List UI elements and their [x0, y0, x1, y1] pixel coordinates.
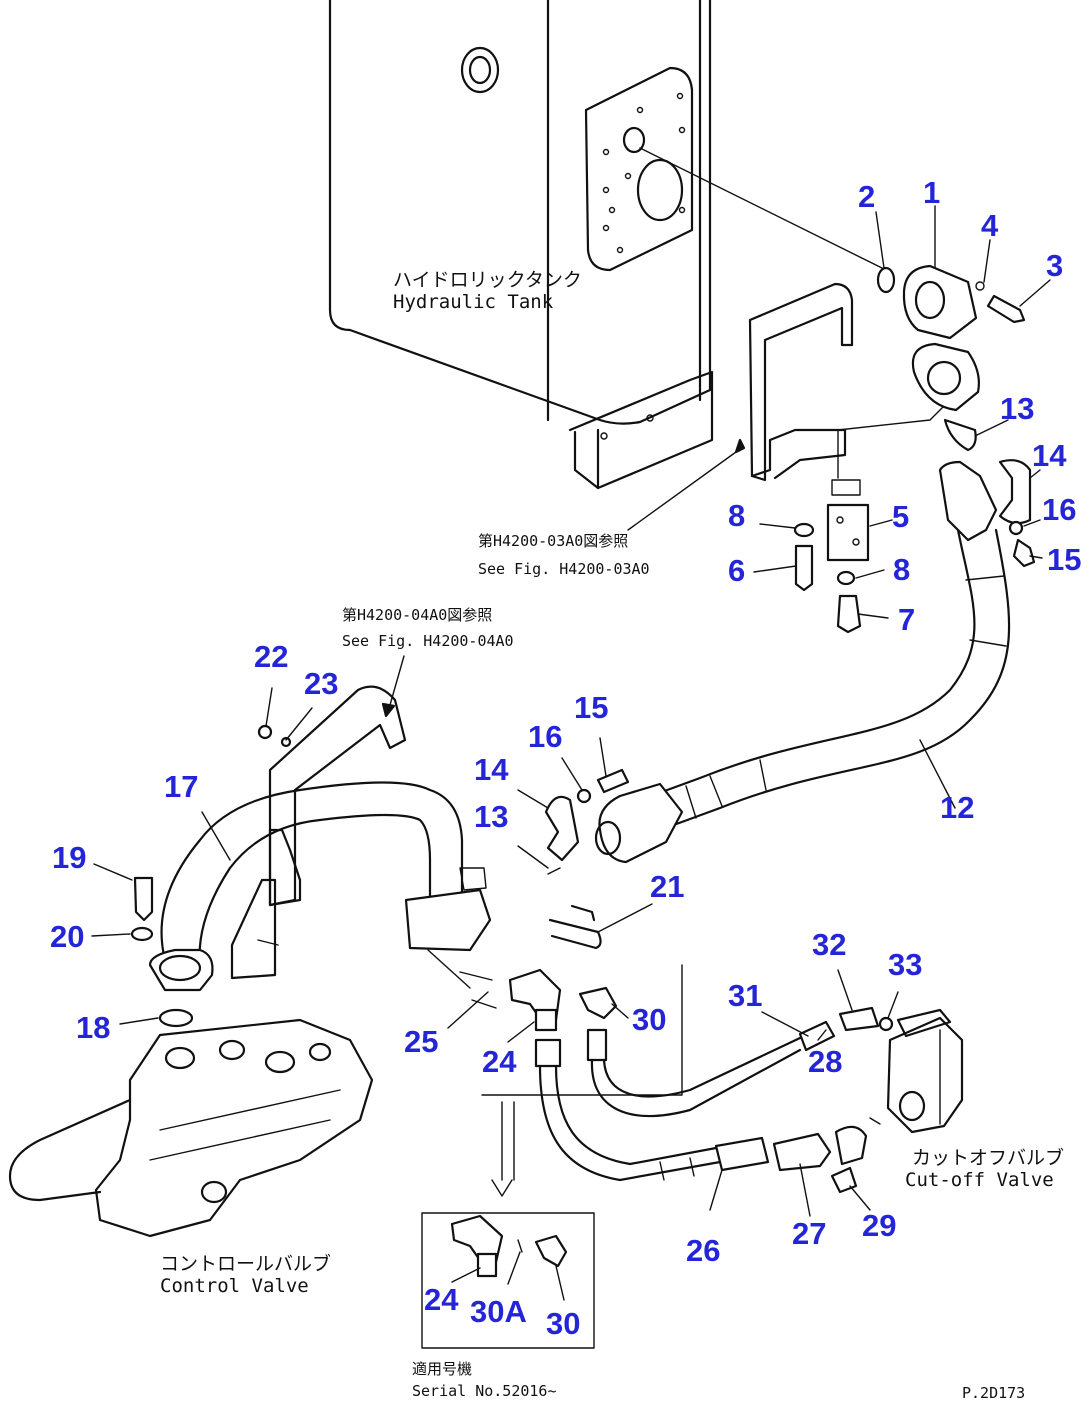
callout-21: 21: [650, 869, 684, 904]
callout-4: 4: [981, 208, 999, 243]
callouts: 1 2 3 4 5 6 7 8 8 12 13 13 14 14 15 15 1…: [50, 175, 1081, 1341]
cutoff-valve-label-en: Cut-off Valve: [905, 1169, 1054, 1191]
bracket-lower: [230, 685, 407, 980]
callout-27: 27: [792, 1216, 826, 1251]
inset-callout-24: 24: [424, 1282, 459, 1317]
callout-14a: 14: [1032, 438, 1067, 473]
callout-22: 22: [254, 639, 288, 674]
callout-17: 17: [164, 769, 198, 804]
ref-note-2-jp: 第H4200-04A0図参照: [342, 606, 492, 624]
page-code: P.2D173: [962, 1384, 1025, 1402]
callout-16b: 16: [528, 719, 562, 754]
callout-14b: 14: [474, 752, 509, 787]
cutoff-valve-label-jp: カットオフバルブ: [912, 1146, 1064, 1169]
callout-26: 26: [686, 1233, 720, 1268]
hydraulic-tank: [328, 0, 714, 490]
callout-29: 29: [862, 1208, 896, 1243]
elbow-fitting: [876, 264, 1026, 452]
callout-13a: 13: [1000, 391, 1034, 426]
callout-18: 18: [76, 1010, 110, 1045]
tank-label-jp: ハイドロリックタンク: [393, 269, 582, 291]
callout-16a: 16: [1042, 492, 1076, 527]
inset-box: [421, 1212, 595, 1349]
callout-19: 19: [52, 840, 86, 875]
callout-25: 25: [404, 1024, 438, 1059]
callout-24: 24: [482, 1044, 517, 1079]
callout-5: 5: [892, 499, 909, 534]
callout-31: 31: [728, 978, 762, 1013]
control-valve-label-jp: コントロールバルブ: [160, 1252, 331, 1275]
callout-12: 12: [940, 790, 974, 825]
control-valve: [8, 1018, 374, 1238]
callout-15a: 15: [1047, 542, 1081, 577]
cut-off-valve: [869, 1008, 964, 1134]
hose-12: [594, 460, 1011, 864]
callout-20: 20: [50, 919, 84, 954]
callout-6: 6: [728, 553, 745, 588]
leader-lines: [91, 205, 1051, 1301]
callout-1: 1: [923, 175, 940, 210]
pipe-17: [148, 781, 492, 992]
callout-2: 2: [858, 179, 875, 214]
bracket-upper: [734, 282, 870, 562]
serial-label-jp: 適用号機: [412, 1360, 472, 1378]
ref-note-1-jp: 第H4200-03A0図参照: [478, 532, 628, 550]
hose-31: [586, 1020, 836, 1118]
hose-26: [534, 1038, 868, 1182]
ref-note-1-en: See Fig. H4200-03A0: [478, 560, 650, 578]
callout-33: 33: [888, 947, 922, 982]
callout-30: 30: [632, 1002, 666, 1037]
inset-callout-30: 30: [546, 1306, 580, 1341]
callout-32: 32: [812, 927, 846, 962]
callout-13b: 13: [474, 799, 508, 834]
callout-7: 7: [898, 602, 915, 637]
inset-callout-30A: 30A: [470, 1294, 527, 1329]
ref-note-2-en: See Fig. H4200-04A0: [342, 632, 514, 650]
serial-label-en: Serial No.52016~: [412, 1382, 557, 1400]
callout-8b: 8: [893, 552, 910, 587]
callout-15b: 15: [574, 690, 608, 725]
callout-23: 23: [304, 666, 338, 701]
callout-28: 28: [808, 1044, 842, 1079]
control-valve-label-en: Control Valve: [160, 1275, 309, 1297]
tank-label-en: Hydraulic Tank: [393, 291, 554, 313]
callout-3: 3: [1046, 248, 1063, 283]
callout-8a: 8: [728, 498, 745, 533]
